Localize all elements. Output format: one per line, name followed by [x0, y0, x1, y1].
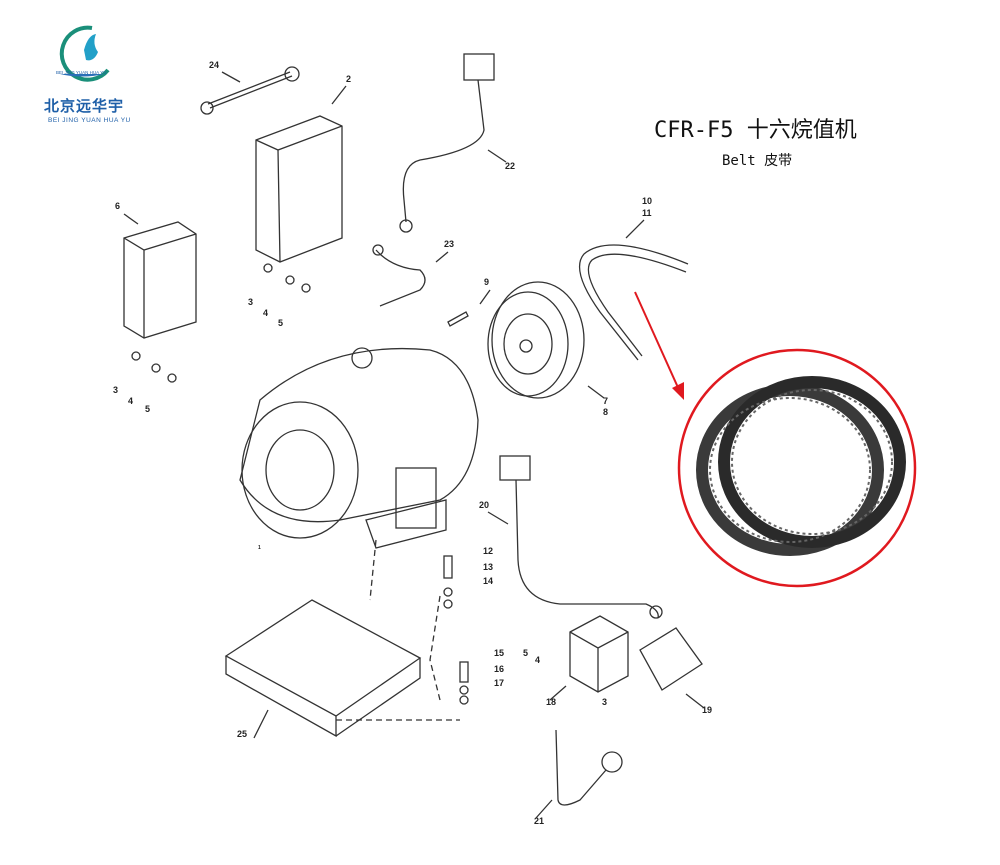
- callout-label: 18: [546, 697, 557, 707]
- company-logo-emblem: [59, 25, 110, 82]
- callout-label: 13: [483, 562, 494, 572]
- callout-label: 25: [237, 729, 248, 739]
- callout-label: 16: [494, 664, 505, 674]
- callout-label: 7: [603, 396, 609, 406]
- parts-linework: [123, 53, 705, 819]
- callout-label: 11: [642, 208, 652, 218]
- callout-label: 20: [479, 500, 490, 510]
- logo-emblem-text: BEI JING YUAN HUA YU: [56, 70, 107, 75]
- callout-label: 8: [603, 407, 609, 417]
- callout-label: 24: [209, 60, 220, 70]
- callout-label: 22: [505, 161, 516, 171]
- callout-label: 9: [484, 277, 490, 287]
- belt-photo-highlight: [634, 291, 917, 588]
- callout-label: 15: [494, 648, 505, 658]
- callout-label: 4: [128, 396, 134, 406]
- callout-label: 5: [523, 648, 529, 658]
- callout-label: 3: [602, 697, 608, 707]
- callout-label: 14: [483, 576, 494, 586]
- page-subtitle: Belt 皮带: [722, 153, 793, 169]
- callout-label: 6: [115, 201, 121, 211]
- brand-name-en: BEI JING YUAN HUA YU: [48, 117, 131, 124]
- callout-label: 4: [535, 655, 541, 665]
- callout-label: 17: [494, 678, 505, 688]
- callout-label: 3: [248, 297, 254, 307]
- callout-label: 5: [145, 404, 151, 414]
- callout-label: 19: [702, 705, 713, 715]
- callout-label: 4: [263, 308, 269, 318]
- callout-label: 12: [483, 546, 494, 556]
- callout-label: 10: [642, 196, 653, 206]
- callout-label: 21: [534, 816, 545, 826]
- callout-label: 3: [113, 385, 119, 395]
- callout-label: 23: [444, 239, 455, 249]
- callout-label: 2: [346, 74, 352, 84]
- brand-name-cn: 北京远华宇: [44, 98, 125, 115]
- callout-label: 1: [258, 545, 261, 551]
- callout-label: 5: [278, 318, 284, 328]
- page-title: CFR-F5 十六烷值机: [654, 118, 857, 143]
